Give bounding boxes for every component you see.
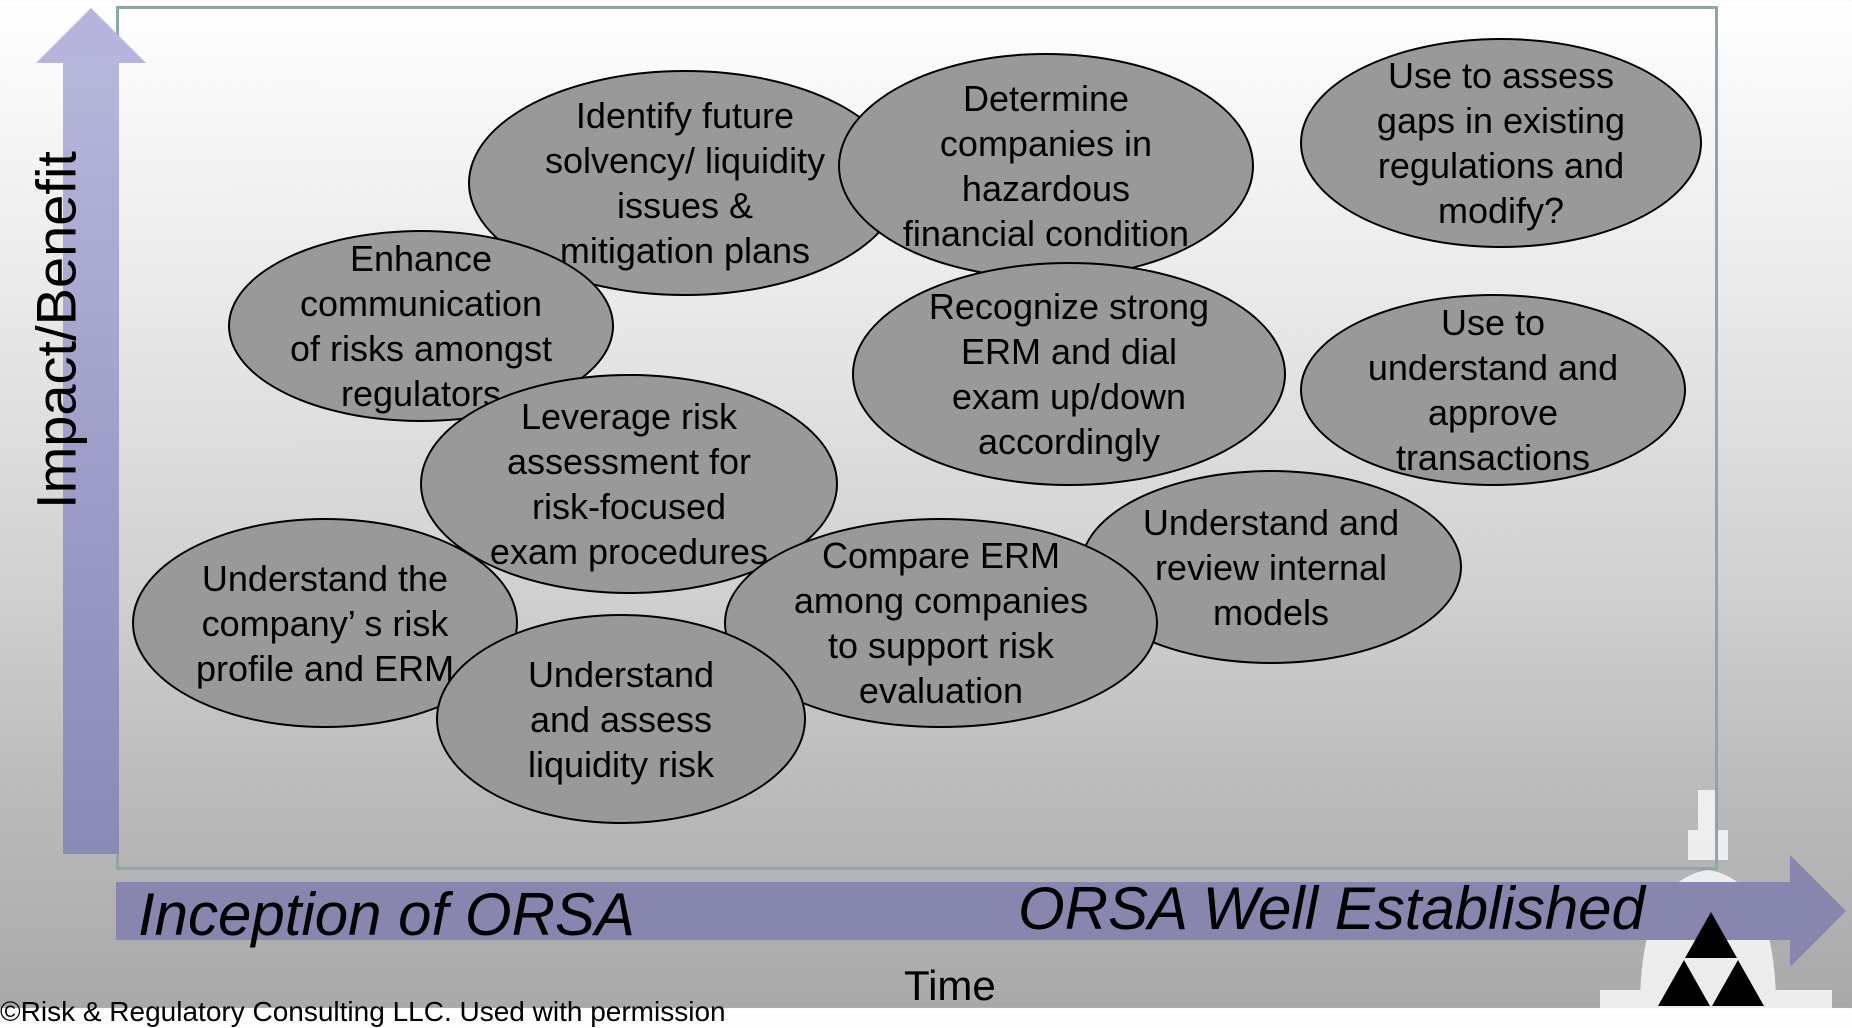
x-axis-end-label: ORSA Well Established [1018, 875, 1645, 942]
bubble-recognize-strong-erm: Recognize strong ERM and dial exam up/do… [852, 262, 1286, 486]
x-axis-title: Time [904, 962, 996, 1009]
bubble-leverage-risk-assessment: Leverage risk assessment for risk-focuse… [420, 374, 838, 594]
y-axis-arrow-head [36, 8, 146, 63]
x-axis-start-label: Inception of ORSA [138, 881, 635, 948]
y-axis-arrow [63, 56, 119, 854]
footer-copyright: ©Risk & Regulatory Consulting LLC. Used … [0, 996, 726, 1027]
triforce-logo-icon [1658, 912, 1764, 1006]
bubble-approve-transactions: Use to understand and approve transactio… [1300, 294, 1686, 486]
x-axis-arrow [116, 882, 1796, 940]
bubble-determine-hazardous: Determine companies in hazardous financi… [838, 53, 1254, 279]
bubble-assess-gaps-regulations: Use to assess gaps in existing regulatio… [1300, 38, 1702, 248]
bubble-compare-erm: Compare ERM among companies to support r… [724, 518, 1158, 728]
x-axis-arrow-head [1790, 855, 1846, 967]
bubble-liquidity-risk: Understand and assess liquidity risk [436, 614, 806, 824]
y-axis-label: Impact/Benefit [24, 151, 88, 509]
bubble-understand-risk-profile: Understand the company’ s risk profile a… [132, 518, 518, 728]
